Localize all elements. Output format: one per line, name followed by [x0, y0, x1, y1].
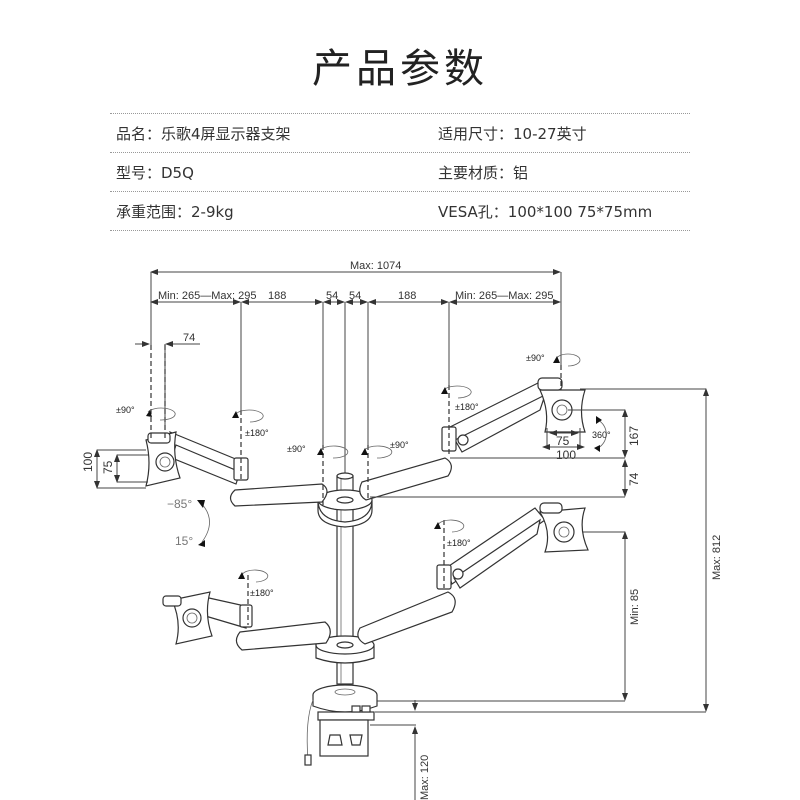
rotation-360: 360°: [592, 416, 611, 452]
tilt-range: −85° 15°: [167, 497, 210, 548]
page-title: 产品参数: [312, 46, 488, 92]
rotation-left-arm-label: ±180°: [245, 428, 269, 438]
lower-left-arm: [235, 621, 331, 651]
dim-vesa-offset-label: 74: [183, 332, 195, 344]
spec-vesa: VESA孔：100*100 75*75mm: [438, 202, 653, 221]
lower-right-arm: [357, 591, 456, 645]
rotation-lower-right: ±180°: [434, 519, 471, 548]
upper-left-gas-arm: [169, 410, 249, 485]
dim-total-width: Max: 1074: [150, 260, 562, 365]
dim-total-width-label: Max: 1074: [350, 260, 401, 272]
rotation-right-arm-label: ±180°: [455, 402, 479, 412]
rotation-lower-right-label: ±180°: [447, 538, 471, 548]
lower-right-gas-arm: [436, 507, 546, 590]
rotation-center-left: ±90°: [287, 444, 349, 459]
rotation-right-arm: ±180°: [441, 385, 479, 412]
dim-vesa-right: 75 100: [542, 428, 585, 462]
rotation-left-head-label: ±90°: [116, 405, 135, 415]
dim-vesa-offset: 74: [135, 332, 200, 430]
rotation-center-right-label: ±90°: [390, 440, 409, 450]
dim-vesa-75-right-label: 75: [556, 434, 570, 448]
lower-hub: [315, 635, 375, 664]
spec-table: 品名：乐歌4屏显示器支架 适用尺寸：10-27英寸 型号：D5Q 主要材质：铝 …: [110, 113, 690, 231]
rotation-left-arm: ±180°: [232, 409, 269, 438]
dim-min-height-label: Min: 85: [629, 589, 641, 625]
lower-left-gas-arm: [199, 575, 253, 629]
dim-left-arm-label: 188: [268, 290, 286, 302]
dim-height-right: 167 74: [370, 409, 641, 498]
dim-vesa-left: 100 75: [81, 449, 148, 489]
spec-model: 型号：D5Q: [116, 163, 194, 182]
spec-load: 承重范围：2-9kg: [116, 202, 234, 221]
tilt-down-label: 15°: [175, 534, 193, 548]
dim-max-height: Max: 812: [375, 388, 723, 713]
rotation-right-head: ±90°: [526, 353, 581, 367]
lower-left-vesa-head: [162, 591, 213, 645]
dim-left-center-label: 54: [326, 290, 338, 302]
clamp-base: [304, 684, 378, 766]
spec-row: 型号：D5Q 主要材质：铝: [110, 152, 690, 191]
spec-material: 主要材质：铝: [438, 163, 529, 182]
spec-row: 承重范围：2-9kg VESA孔：100*100 75*75mm: [110, 191, 690, 231]
center-pole: [336, 472, 354, 685]
upper-right-gas-arm: [441, 381, 549, 455]
rotation-center-right: ±90°: [361, 440, 409, 459]
rotation-lower-left-label: ±180°: [250, 588, 274, 598]
dim-vesa-75-left-label: 75: [101, 460, 115, 474]
upper-right-vesa-head: [537, 365, 586, 433]
upper-left-vesa-head: [145, 345, 181, 487]
dim-right-reach-label: Min: 265—Max: 295: [455, 290, 553, 302]
upper-hub: [317, 489, 373, 528]
dim-right-arm-label: 188: [398, 290, 416, 302]
rotation-center-left-label: ±90°: [287, 444, 306, 454]
dim-left-reach-label: Min: 265—Max: 295: [158, 290, 256, 302]
dim-max-height-label: Max: 812: [711, 535, 723, 580]
rotation-left-head: ±90°: [116, 405, 176, 421]
rotation-right-head-label: ±90°: [526, 353, 545, 363]
dim-167-label: 167: [627, 426, 641, 446]
spec-row: 品名：乐歌4屏显示器支架 适用尺寸：10-27英寸: [110, 113, 690, 152]
dim-min-height: Min: 85: [375, 531, 641, 702]
dim-vesa-100-left-label: 100: [81, 452, 95, 472]
spec-product-name: 品名：乐歌4屏显示器支架: [116, 124, 291, 143]
dim-clamp-max-label: Max: 120: [419, 755, 431, 800]
lower-right-vesa-head: [538, 502, 589, 553]
spec-screen-size: 适用尺寸：10-27英寸: [438, 124, 587, 143]
dim-right-center-label: 54: [349, 290, 361, 302]
tilt-up-label: −85°: [167, 497, 192, 511]
upper-left-arm: [229, 445, 328, 507]
dim-reach-row: Min: 265—Max: 295 188 54 54 188 Min: 265…: [150, 290, 561, 475]
rotation-360-label: 360°: [592, 430, 611, 440]
dim-vesa-100-right-label: 100: [556, 448, 576, 462]
dim-clamp-max: Max: 120: [370, 700, 431, 800]
dim-74-label: 74: [627, 472, 641, 486]
upper-right-arm: [359, 445, 452, 501]
rotation-lower-left: ±180°: [238, 569, 274, 598]
